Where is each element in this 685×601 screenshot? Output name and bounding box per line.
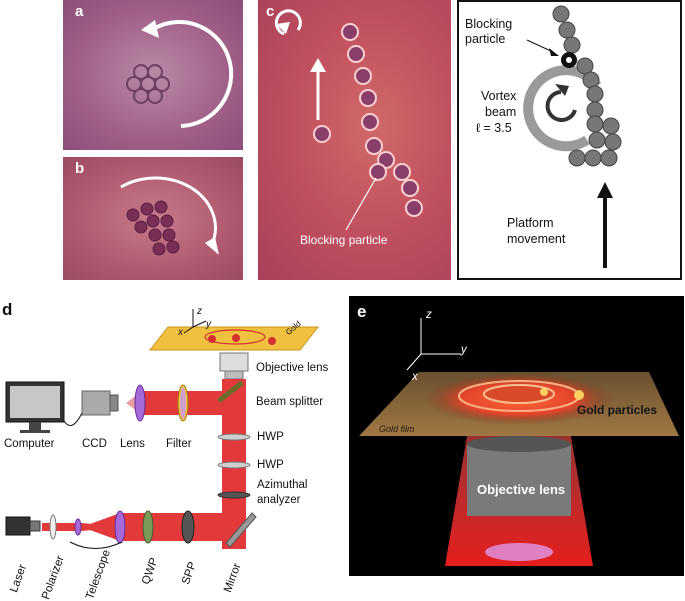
axis-z-d: z (197, 306, 202, 317)
lens-label-d: Lens (120, 438, 145, 450)
panel-label-c: c (266, 3, 275, 20)
vortex-beam-label-1: Vortex (481, 89, 517, 103)
ccd-label: CCD (82, 438, 107, 450)
azimuthal-analyzer-label-2: analyzer (257, 494, 301, 506)
blocking-schematic: Blocking particle Vortex beam ℓ = 3.5 Pl… (457, 0, 682, 280)
micrograph-c-image (274, 9, 423, 231)
azimuthal-analyzer-label-1: Azimuthal (257, 479, 308, 491)
micrograph-a-image (126, 20, 234, 128)
panel-label-e: e (357, 302, 367, 321)
beam-splitter-label: Beam splitter (256, 396, 324, 408)
axis-z-e: z (426, 309, 432, 321)
blocking-particle-label-c: Blocking particle (300, 233, 388, 247)
micrograph-b (63, 157, 243, 280)
render-3d: e z y x Gold film Gold particles Objecti… (349, 296, 684, 576)
gold-particles-label: Gold particles (577, 403, 658, 417)
panel-label-b: b (75, 160, 85, 177)
platform-movement-label-1: Platform (507, 216, 554, 230)
gold-film-label: Gold film (379, 424, 415, 434)
optical-setup-diagram (5, 309, 320, 549)
micrograph-b-image (120, 176, 219, 256)
computer-label: Computer (4, 438, 55, 450)
blocking-particle-title-1: Blocking (465, 17, 513, 31)
micrograph-a (63, 0, 243, 150)
objective-lens-label-e: Objective lens (477, 482, 566, 497)
filter-label: Filter (166, 438, 192, 450)
schematic-drawing (523, 5, 622, 268)
objective-lens-label-d: Objective lens (256, 362, 329, 374)
hwp-label-2: HWP (257, 459, 284, 471)
axis-y-e: y (461, 344, 467, 356)
blocking-particle-title-2: particle (465, 32, 506, 46)
micrograph-c (258, 0, 451, 280)
axis-x-d: x (178, 327, 183, 338)
render-3d-image (359, 318, 679, 566)
vortex-l-label: ℓ = 3.5 (476, 121, 512, 135)
axis-x-e: x (412, 371, 418, 383)
panel-label-a: a (75, 3, 84, 20)
hwp-label-1: HWP (257, 431, 284, 443)
panel-label-d: d (2, 300, 13, 319)
axis-y-d: y (206, 319, 211, 330)
vortex-beam-label-2: beam (485, 105, 517, 119)
platform-movement-label-2: movement (507, 232, 566, 246)
